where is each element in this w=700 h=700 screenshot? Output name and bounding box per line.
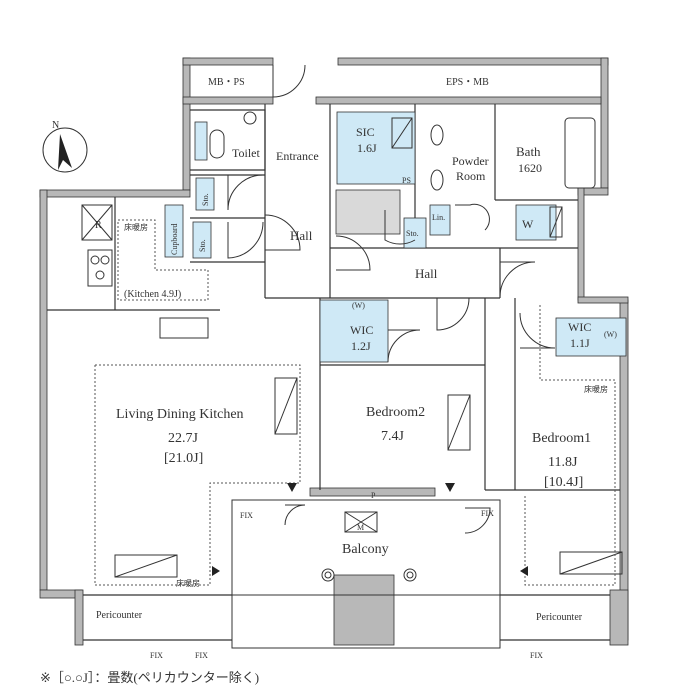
lin-storage: [429, 204, 451, 236]
toilet-sink: [243, 111, 257, 125]
entrance-label: Entrance: [276, 149, 319, 163]
p-mark: P: [371, 491, 376, 500]
floor-heating-label-1: 床暖房: [124, 222, 148, 232]
fix-label-5: FIX: [530, 651, 543, 660]
wic-left-label: WIC: [350, 323, 373, 337]
wic-left-storage: [319, 299, 389, 363]
bath-size: 1620: [518, 161, 542, 175]
eps-mb-label: EPS・MB: [446, 77, 489, 88]
sto-label-2: Sto.: [198, 239, 207, 252]
footnote: ※［○.○J］：畳数(ペリカウンター除く): [40, 670, 260, 685]
sto-label-3: Sto.: [406, 229, 419, 238]
sic-label: SIC: [356, 125, 375, 139]
kitchen-label: (Kitchen 4.9J): [124, 289, 181, 300]
bedroom1-label: Bedroom1: [532, 431, 591, 446]
ldk-label: Living Dining Kitchen: [116, 407, 244, 422]
sto-label-1: Sto.: [201, 193, 210, 206]
sto-storage-3: [403, 217, 427, 249]
bath-label: Bath: [516, 144, 541, 159]
exterior-walls: [39, 57, 629, 646]
sto-storage-1: [195, 177, 215, 211]
toilet-bowl: [209, 129, 225, 159]
floor-heating-label-2: 床暖房: [176, 578, 200, 588]
wic-right-w: (W): [604, 330, 617, 339]
w-laundry-label: W: [522, 217, 534, 231]
ldk-size-alt: [21.0J]: [164, 451, 203, 466]
cupboard-storage: [164, 204, 184, 258]
pericounter-right-label: Pericounter: [536, 612, 583, 623]
toilet-storage: [194, 121, 208, 161]
m-mark: M: [357, 523, 364, 532]
refrigerator-box: [81, 204, 113, 241]
hall-label-2: Hall: [415, 266, 438, 281]
sto-storage-2: [192, 221, 212, 259]
sink-2: [430, 169, 444, 191]
room-labels: MB・PS EPS・MB Toilet Entrance SIC 1.6J PS…: [95, 77, 617, 660]
doors: [227, 64, 556, 534]
bedroom2-label: Bedroom2: [366, 405, 425, 420]
fix-label-1: FIX: [240, 511, 253, 520]
wic-left-size: 1.2J: [351, 339, 371, 353]
bedroom2-size: 7.4J: [381, 429, 405, 444]
cupboard-label: Cupboard: [170, 223, 179, 255]
ldk-size: 22.7J: [168, 431, 199, 446]
floor-heating-label-3: 床暖房: [584, 384, 608, 394]
balcony-label: Balcony: [342, 542, 389, 557]
north-compass: N: [42, 120, 88, 173]
bedroom1-size: 11.8J: [548, 455, 578, 470]
gray-box: [335, 189, 401, 235]
floor-markers: [212, 483, 528, 576]
kitchen-island: [159, 317, 209, 339]
pericounter-left-label: Pericounter: [96, 610, 143, 621]
laundry-w: [515, 204, 557, 241]
powder-room-label-1: Powder: [452, 154, 489, 168]
hall-label-1: Hall: [290, 228, 313, 243]
north-arrow-icon: [58, 134, 72, 170]
fix-label-3: FIX: [150, 651, 163, 660]
cooktop: [87, 249, 113, 287]
wic-right-label: WIC: [568, 320, 591, 334]
fix-label-2: FIX: [481, 509, 494, 518]
bathtub: [564, 117, 596, 189]
interior-walls: [47, 104, 620, 641]
sink-1: [430, 124, 444, 146]
bedroom1-size-alt: [10.4J]: [544, 475, 583, 490]
lin-label: Lin.: [432, 213, 445, 222]
balcony-outline: [231, 499, 501, 649]
mb-ps-label: MB・PS: [208, 77, 245, 88]
ps-label: PS: [402, 176, 411, 185]
wic-right-storage: [555, 317, 627, 357]
sic-size: 1.6J: [357, 141, 377, 155]
floor-heating-areas: [94, 219, 616, 586]
toilet-label: Toilet: [232, 146, 260, 160]
wic-left-w: (W): [352, 301, 365, 310]
fixtures: [81, 111, 596, 582]
wic-right-size: 1.1J: [570, 336, 590, 350]
powder-room-label-2: Room: [456, 169, 486, 183]
storage-areas: [164, 111, 627, 363]
balcony-unit-m: [344, 511, 378, 533]
north-label: N: [52, 120, 59, 131]
refrigerator-label: R: [95, 220, 102, 231]
ac-units: [114, 117, 623, 578]
fix-label-4: FIX: [195, 651, 208, 660]
